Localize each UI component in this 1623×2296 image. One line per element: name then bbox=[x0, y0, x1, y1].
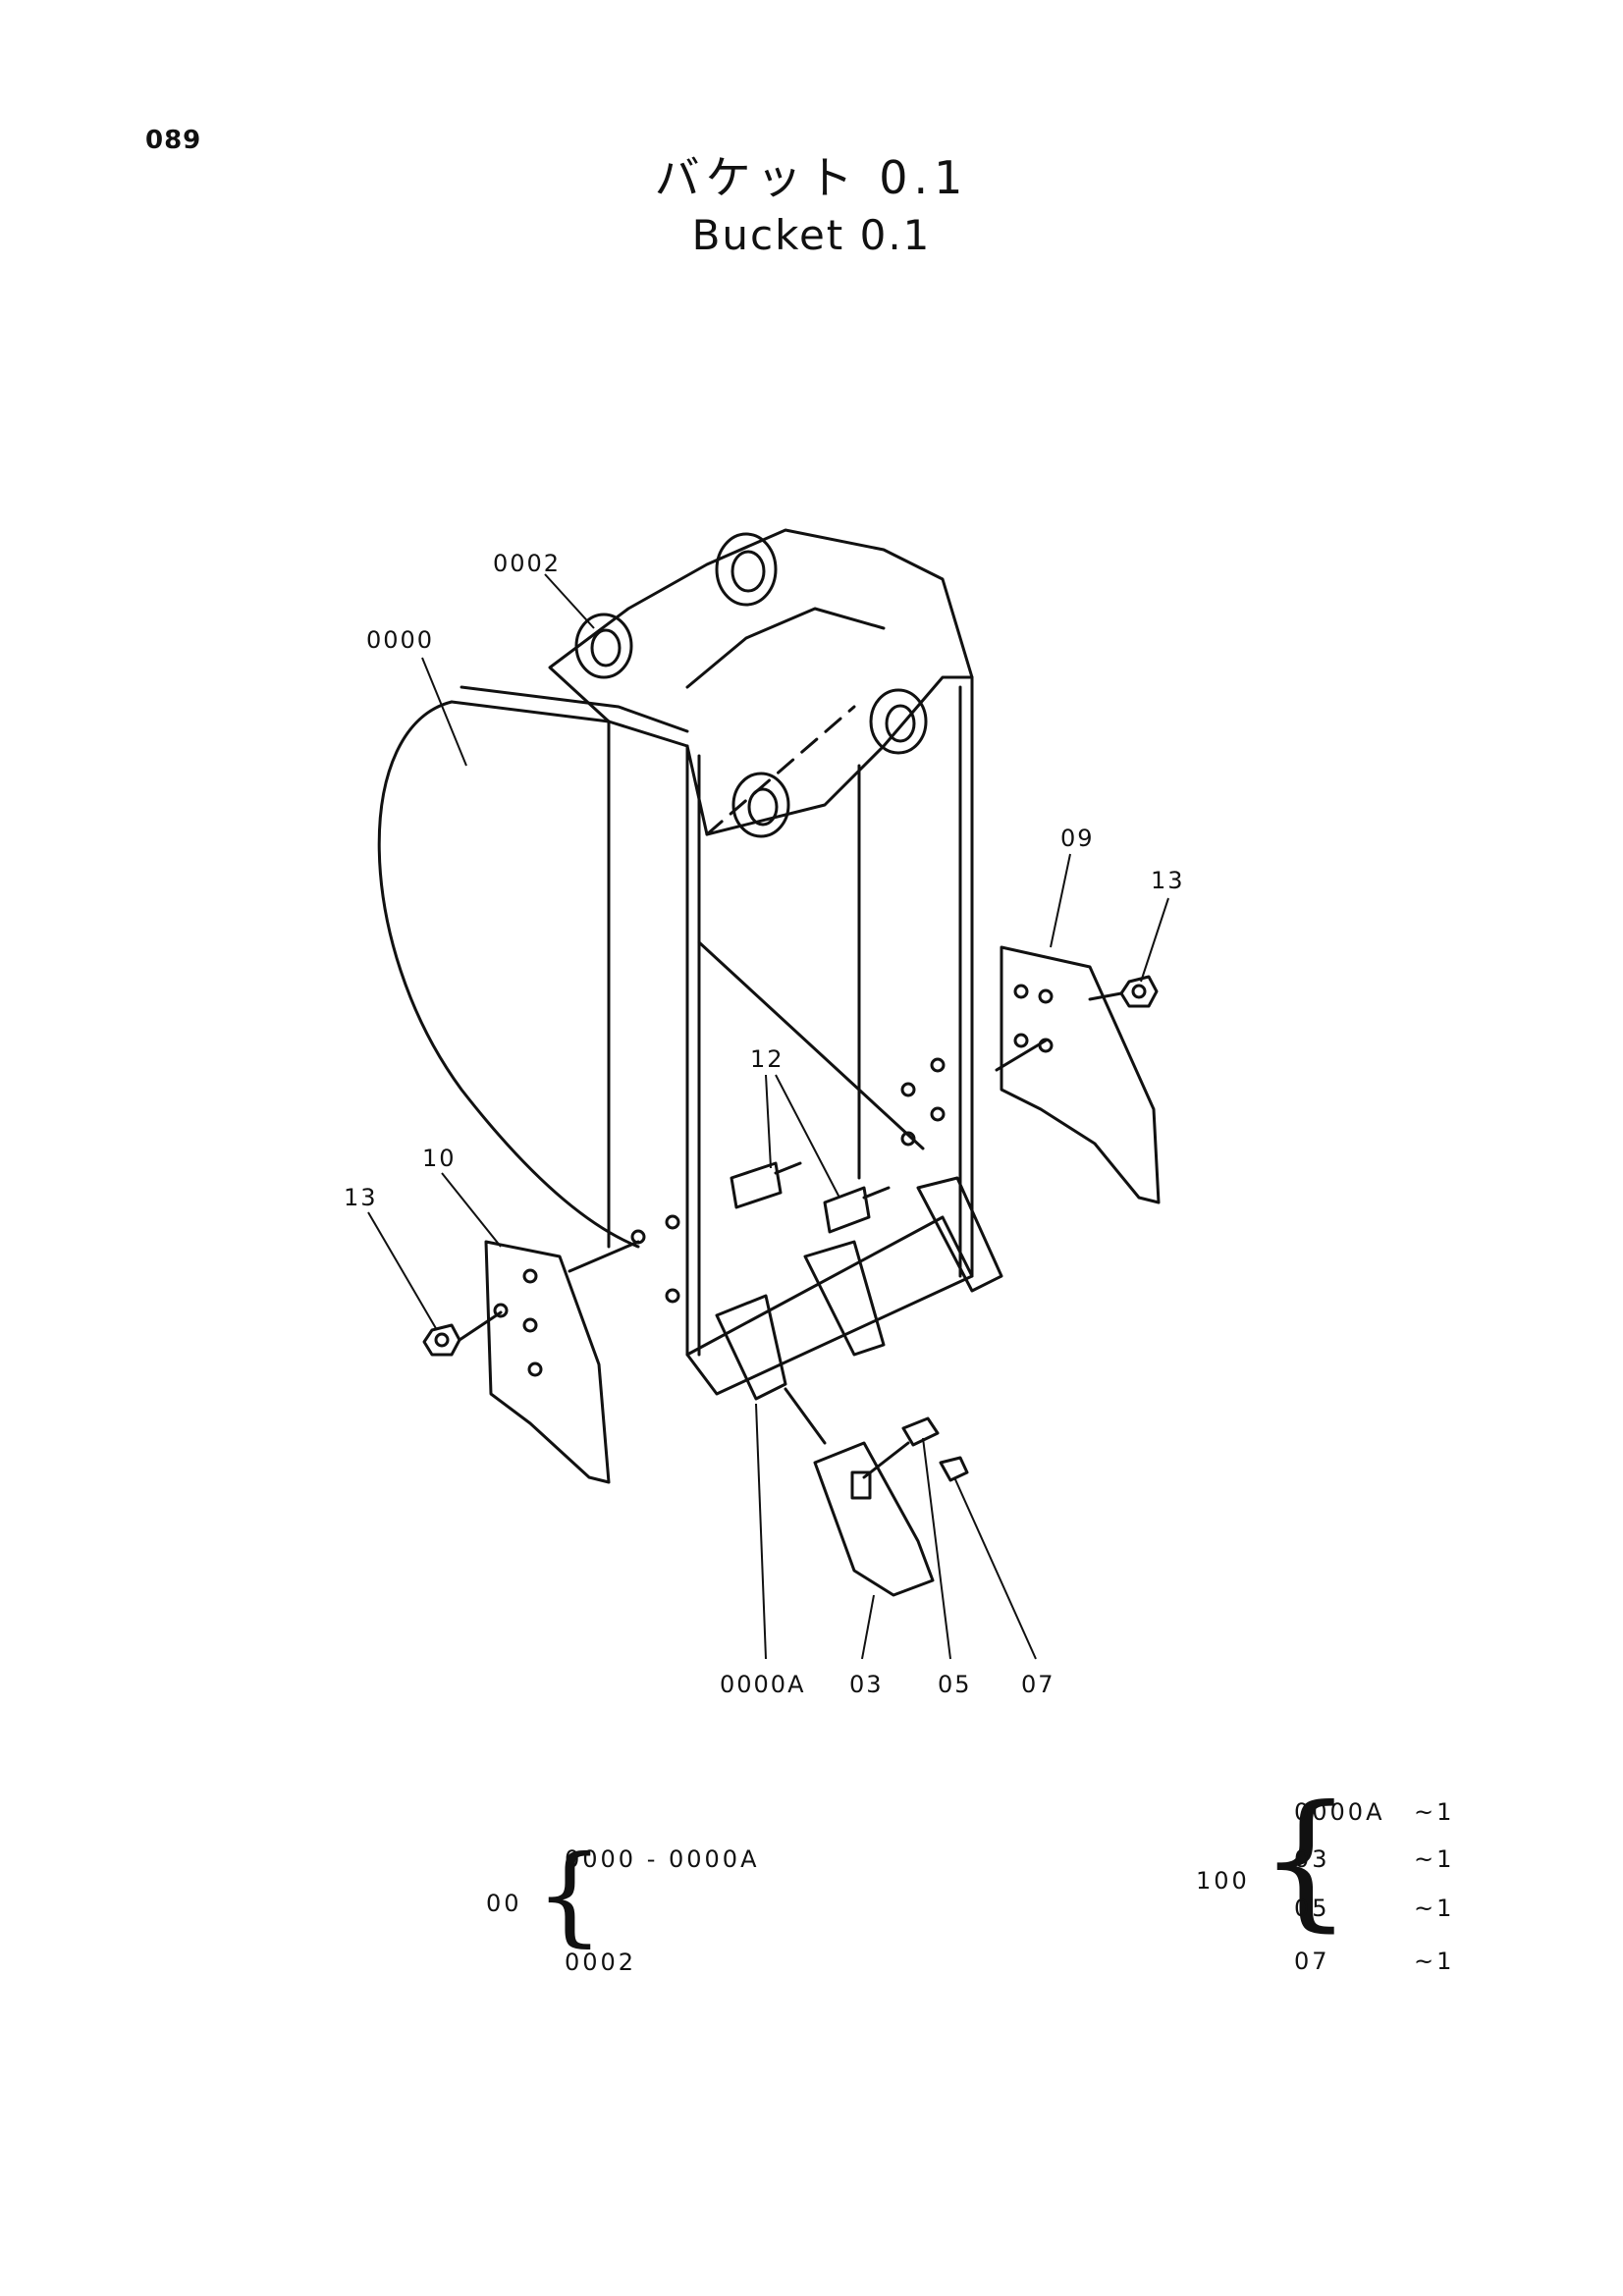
kit-100-part-2: 03 bbox=[1294, 1845, 1330, 1873]
page-number: 089 bbox=[145, 126, 202, 155]
loose-tooth-03-slot bbox=[850, 1470, 872, 1500]
bucket-shell-curve bbox=[377, 700, 640, 1249]
bolt-12-b-thread bbox=[862, 1186, 891, 1200]
lock-07 bbox=[939, 1456, 969, 1482]
kit-100-qty-2: ~1 bbox=[1414, 1845, 1455, 1873]
bucket-top-edge-inner bbox=[460, 685, 689, 733]
hole-6 bbox=[930, 1057, 946, 1073]
tooth-3 bbox=[916, 1176, 1003, 1293]
callout-12: 12 bbox=[750, 1045, 784, 1073]
tooth-2 bbox=[803, 1240, 886, 1357]
inner-diagonal bbox=[697, 940, 925, 1150]
kit-100-label: 100 bbox=[1196, 1867, 1250, 1895]
inner-dashed bbox=[705, 705, 856, 836]
hole-2 bbox=[665, 1214, 680, 1230]
leader-0000 bbox=[421, 657, 467, 767]
leader-05 bbox=[922, 1437, 951, 1660]
hole-3 bbox=[665, 1288, 680, 1304]
kit-100-qty-1: ~1 bbox=[1414, 1798, 1455, 1826]
boss-right-inner bbox=[885, 704, 916, 743]
hole-7 bbox=[930, 1106, 946, 1122]
bolt-12-b bbox=[823, 1186, 871, 1234]
leader-0002 bbox=[544, 573, 595, 629]
callout-09: 09 bbox=[1060, 825, 1095, 852]
loose-tooth-03 bbox=[813, 1441, 935, 1597]
leader-13-right bbox=[1140, 897, 1169, 983]
side-cutter-10-hole-2 bbox=[522, 1268, 538, 1284]
boss-right bbox=[869, 688, 928, 755]
bucket-drawing bbox=[377, 528, 1161, 1597]
callout-0000: 0000 bbox=[366, 626, 434, 654]
top-bracket-2 bbox=[548, 528, 974, 723]
boss-bottom bbox=[731, 772, 790, 838]
kit-100-qty-3: ~1 bbox=[1414, 1895, 1455, 1922]
kit-100-brace: { bbox=[1259, 1775, 1353, 1946]
leader-10-to-bucket bbox=[568, 1240, 640, 1273]
bucket-top-edge bbox=[450, 700, 689, 748]
leader-tooth-line bbox=[784, 1387, 827, 1445]
title-english: Bucket 0.1 bbox=[691, 211, 932, 259]
kit-00-item-2: 0002 bbox=[565, 1949, 637, 1976]
bolt-12-a-thread bbox=[774, 1161, 802, 1175]
nut-13-right-hole bbox=[1131, 984, 1147, 999]
side-cutter-09-hole-2 bbox=[1038, 988, 1054, 1004]
leader-0000A bbox=[755, 1403, 767, 1660]
kit-00-brace: { bbox=[535, 1832, 604, 1957]
side-cutter-10 bbox=[484, 1240, 611, 1484]
leader-12-b bbox=[775, 1074, 840, 1199]
nut-13-left bbox=[422, 1323, 461, 1357]
kit-00-label: 00 bbox=[486, 1890, 522, 1917]
callout-03: 03 bbox=[849, 1671, 884, 1698]
kit-100-qty-4: ~1 bbox=[1414, 1948, 1455, 1975]
nut-13-right bbox=[1119, 975, 1159, 1008]
callout-10: 10 bbox=[422, 1145, 457, 1172]
bolt-12-a bbox=[730, 1161, 783, 1209]
leader-09 bbox=[1050, 853, 1071, 948]
cutting-edge bbox=[685, 1215, 974, 1396]
boss-top-right bbox=[715, 532, 778, 607]
callout-labels: 0000 0002 09 13 12 10 13 0000A 03 05 07 bbox=[344, 550, 1185, 1698]
leader-pin-line bbox=[862, 1441, 910, 1479]
side-cutter-10-hole-4 bbox=[527, 1362, 543, 1377]
leader-09-to-bucket bbox=[995, 1039, 1048, 1072]
top-rib bbox=[685, 607, 886, 689]
callout-0000A: 0000A bbox=[720, 1671, 806, 1698]
boss-left-inner bbox=[590, 628, 622, 667]
callout-13-left: 13 bbox=[344, 1184, 378, 1211]
leader-12-a bbox=[765, 1074, 772, 1169]
kit-100-part-4: 07 bbox=[1294, 1948, 1330, 1975]
leader-03 bbox=[861, 1594, 875, 1660]
kit-100-part-1: 0000A bbox=[1294, 1798, 1385, 1826]
hole-5 bbox=[900, 1131, 916, 1147]
kit-100-part-3: 05 bbox=[1294, 1895, 1330, 1922]
callout-05: 05 bbox=[938, 1671, 972, 1698]
leader-10 bbox=[441, 1172, 502, 1248]
tooth-1 bbox=[715, 1294, 787, 1401]
title-japanese: バケット 0.1 bbox=[654, 151, 969, 204]
side-cutter-09-hole-4 bbox=[1013, 1033, 1029, 1048]
boss-bottom-inner bbox=[747, 787, 779, 827]
side-cutter-10-hole-3 bbox=[522, 1317, 538, 1333]
hole-4 bbox=[900, 1082, 916, 1097]
boss-left bbox=[574, 613, 633, 679]
pin-05 bbox=[901, 1416, 940, 1447]
side-cutter-09-hole-1 bbox=[1013, 984, 1029, 999]
leader-nut-right bbox=[1088, 991, 1123, 1001]
nut-13-left-hole bbox=[434, 1332, 450, 1348]
kit-00-item-1: 0000 - 0000A bbox=[565, 1845, 760, 1873]
top-bracket bbox=[685, 675, 974, 836]
side-cutter-10-hole-1 bbox=[493, 1303, 509, 1318]
callout-07: 07 bbox=[1021, 1671, 1055, 1698]
title-block: バケット 0.1 Bucket 0.1 bbox=[0, 147, 1623, 263]
callout-leaders bbox=[367, 573, 1169, 1660]
leader-13-left bbox=[367, 1211, 438, 1331]
leader-nut-left bbox=[458, 1310, 503, 1342]
callout-13-right: 13 bbox=[1151, 867, 1185, 894]
side-cutter-09 bbox=[1000, 945, 1161, 1204]
leader-07 bbox=[953, 1476, 1037, 1660]
callout-0002: 0002 bbox=[493, 550, 561, 577]
boss-top-right-inner bbox=[730, 550, 766, 593]
